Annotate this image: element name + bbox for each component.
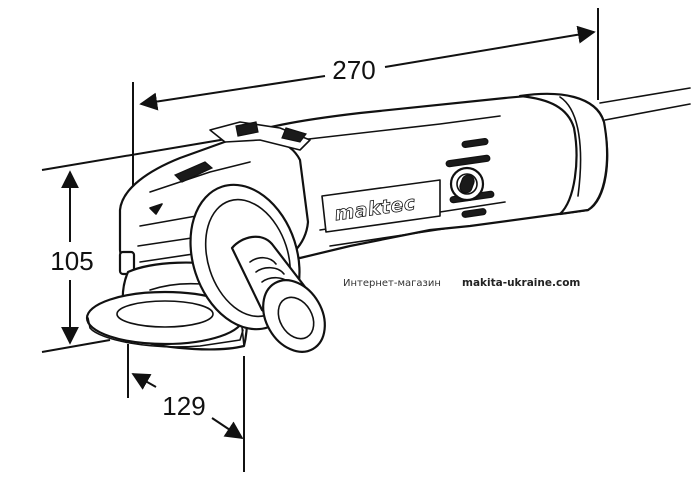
height-extension-bottom [41, 339, 111, 353]
rear-cap [518, 92, 609, 216]
grinder-drawing: maktec [85, 87, 691, 353]
power-cord [599, 87, 691, 121]
depth-dimension: 129 [127, 344, 245, 472]
depth-arrow-right [211, 417, 244, 439]
length-dimension: 270 [132, 8, 599, 252]
watermark-site: makita-ukraine.com [462, 277, 580, 289]
brand-plate: maktec [321, 179, 441, 233]
depth-label: 129 [162, 391, 205, 421]
watermark: Интернет-магазин makita-ukraine.com [343, 277, 580, 289]
length-label: 270 [332, 55, 375, 85]
length-arrow-right [384, 25, 596, 68]
speed-switch [449, 166, 485, 202]
watermark-prefix: Интернет-магазин [343, 278, 441, 289]
side-handle [189, 183, 326, 353]
length-arrow-left [139, 75, 326, 111]
depth-arrow-left [131, 373, 157, 390]
height-dimension: 105 [41, 132, 263, 353]
height-label: 105 [50, 246, 93, 276]
